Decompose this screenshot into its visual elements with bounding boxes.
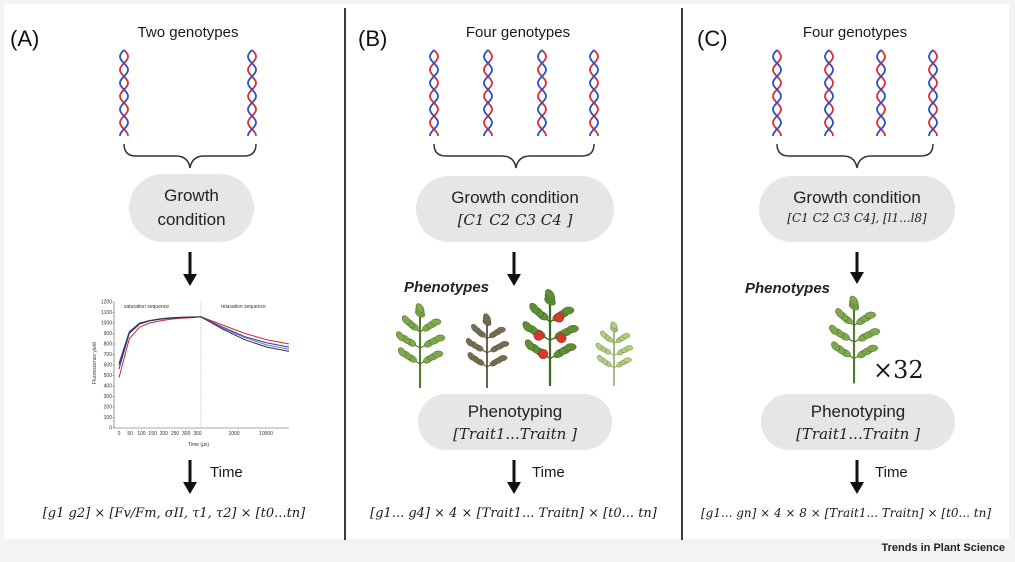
chart-x-tick-label: 100 bbox=[137, 431, 146, 437]
dna-strand-icon bbox=[119, 49, 129, 137]
dna-strand-icon bbox=[876, 49, 886, 137]
dna-strand-icon bbox=[772, 49, 782, 137]
panel-c-down-arrow-icon bbox=[850, 252, 864, 284]
panel-c-brace-icon bbox=[776, 143, 934, 169]
panel-a-time-arrow-icon bbox=[183, 460, 197, 494]
panel-a-dna-strands bbox=[119, 49, 257, 137]
chart-annotation-relaxation: relaxation sequence bbox=[221, 304, 266, 310]
panel-b-phenotyping-line1: Phenotyping bbox=[467, 402, 563, 421]
fluorescence-chart: saturation sequence relaxation sequence … bbox=[92, 300, 290, 448]
chart-y-tick-label: 0 bbox=[109, 426, 112, 432]
panel-b-label: (B) bbox=[358, 26, 388, 51]
panel-a-formula: [g1 g2] × [Fv/Fm, σII, τ1, τ2] × [t0...t… bbox=[42, 506, 306, 521]
tomato-plant-fruiting-icon bbox=[522, 289, 579, 386]
panel-c-condition-line1: Growth condition bbox=[793, 188, 921, 207]
source-label: Trends in Plant Science bbox=[881, 542, 1006, 554]
panel-a: (A) Two genotypes Growth condition satur… bbox=[4, 4, 344, 539]
chart-x-tick-label: 0 bbox=[118, 431, 121, 437]
panel-c-dna-strands bbox=[772, 49, 938, 137]
panel-b-down-arrow-icon bbox=[507, 252, 521, 286]
chart-annotation-saturation: saturation sequence bbox=[124, 304, 169, 310]
panel-c-growth-condition-pill: Growth condition [C1 C2 C3 C4], [l1...l8… bbox=[759, 176, 955, 242]
chart-x-tick-label: 50 bbox=[127, 431, 133, 437]
chart-series-line bbox=[118, 316, 290, 366]
panel-c: (C) Four genotypes Growth condition [C1 … bbox=[683, 4, 1009, 539]
dna-strand-icon bbox=[537, 49, 547, 137]
panel-a-genotypes-title: Two genotypes bbox=[137, 24, 239, 41]
panel-c-time-arrow-icon bbox=[850, 460, 864, 494]
panel-b-condition-line2: [C1 C2 C3 C4 ] bbox=[457, 211, 573, 229]
panel-b-phenotyping-line2: [Trait1...Traitn ] bbox=[453, 425, 577, 443]
panel-c-phenotyping-line1: Phenotyping bbox=[810, 402, 906, 421]
panel-c-multiplier: ×32 bbox=[873, 356, 924, 384]
chart-y-tick-label: 400 bbox=[104, 384, 113, 390]
chart-y-tick-label: 700 bbox=[104, 352, 113, 358]
panel-b-phenotyping-pill: Phenotyping [Trait1...Traitn ] bbox=[418, 394, 612, 450]
panel-a-brace-icon bbox=[123, 143, 257, 169]
panel-c-time-label: Time bbox=[875, 464, 908, 481]
panel-c-condition-line2: [C1 C2 C3 C4], [l1...l8] bbox=[787, 211, 927, 225]
chart-y-tick-label: 300 bbox=[104, 394, 113, 400]
panel-b-genotypes-title: Four genotypes bbox=[465, 24, 571, 41]
panel-c-genotypes-title: Four genotypes bbox=[802, 24, 908, 41]
chart-y-tick-label: 200 bbox=[104, 405, 113, 411]
dna-strand-icon bbox=[589, 49, 599, 137]
divider-bc bbox=[681, 8, 683, 540]
tomato-plant-dark-icon bbox=[465, 313, 510, 388]
panel-c-label: (C) bbox=[697, 26, 728, 51]
chart-x-tick-label: 150 bbox=[148, 431, 157, 437]
chart-y-tick-label: 800 bbox=[104, 342, 113, 348]
chart-x-tick-label: 250 bbox=[171, 431, 180, 437]
tomato-plant-single-icon bbox=[829, 295, 881, 384]
chart-y-label: Fluorescence yield bbox=[92, 342, 98, 384]
chart-x-tick-label: 1000 bbox=[228, 431, 239, 437]
dna-strand-icon bbox=[429, 49, 439, 137]
panel-b-time-label: Time bbox=[532, 464, 565, 481]
panel-b-condition-line1: Growth condition bbox=[451, 188, 579, 207]
panel-c-phenotyping-pill: Phenotyping [Trait1...Traitn ] bbox=[761, 394, 955, 450]
chart-y-tick-label: 1200 bbox=[101, 300, 112, 306]
panel-c-phenotypes-label: Phenotypes bbox=[745, 280, 831, 297]
panel-a-growth-condition-pill: Growth condition bbox=[129, 174, 254, 242]
panel-b-formula: [g1... g4] × 4 × [Trait1... Traitn] × [t… bbox=[370, 506, 657, 521]
panel-b: (B) Four genotypes Growth condition [C1 … bbox=[346, 4, 681, 539]
dna-strand-icon bbox=[483, 49, 493, 137]
chart-x-label: Time (µs) bbox=[188, 442, 209, 448]
figure-card: (A) Two genotypes Growth condition satur… bbox=[4, 4, 1009, 540]
chart-y-tick-label: 500 bbox=[104, 373, 113, 379]
panel-b-phenotypes-label: Phenotypes bbox=[404, 279, 490, 296]
dna-strand-icon bbox=[247, 49, 257, 137]
chart-x-tick-label: 200 bbox=[160, 431, 169, 437]
chart-y-tick-label: 900 bbox=[104, 331, 113, 337]
panel-b-brace-icon bbox=[433, 143, 595, 169]
panel-b-time-arrow-icon bbox=[507, 460, 521, 494]
chart-y-tick-label: 600 bbox=[104, 363, 113, 369]
panel-a-condition-line1: Growth bbox=[164, 186, 219, 205]
panel-a-down-arrow-icon bbox=[183, 252, 197, 286]
chart-x-tick-label: 350 bbox=[193, 431, 202, 437]
tomato-plant-pale-icon bbox=[595, 321, 634, 386]
panel-a-label: (A) bbox=[10, 26, 40, 51]
chart-y-tick-label: 1100 bbox=[101, 310, 112, 316]
chart-y-tick-label: 1000 bbox=[101, 321, 112, 327]
chart-x-tick-label: 10000 bbox=[259, 431, 273, 437]
panel-c-phenotyping-line2: [Trait1...Traitn ] bbox=[796, 425, 920, 443]
dna-strand-icon bbox=[824, 49, 834, 137]
panel-b-growth-condition-pill: Growth condition [C1 C2 C3 C4 ] bbox=[416, 176, 614, 242]
panel-c-formula: [g1... gn] × 4 × 8 × [Trait1... Traitn] … bbox=[700, 506, 992, 520]
chart-x-tick-label: 300 bbox=[182, 431, 191, 437]
panel-b-dna-strands bbox=[429, 49, 599, 137]
panel-a-condition-line2: condition bbox=[157, 210, 226, 229]
dna-strand-icon bbox=[928, 49, 938, 137]
chart-y-tick-label: 100 bbox=[104, 415, 113, 421]
tomato-plant-icon bbox=[395, 303, 446, 388]
divider-ab bbox=[344, 8, 346, 540]
panel-a-time-label: Time bbox=[210, 464, 243, 481]
